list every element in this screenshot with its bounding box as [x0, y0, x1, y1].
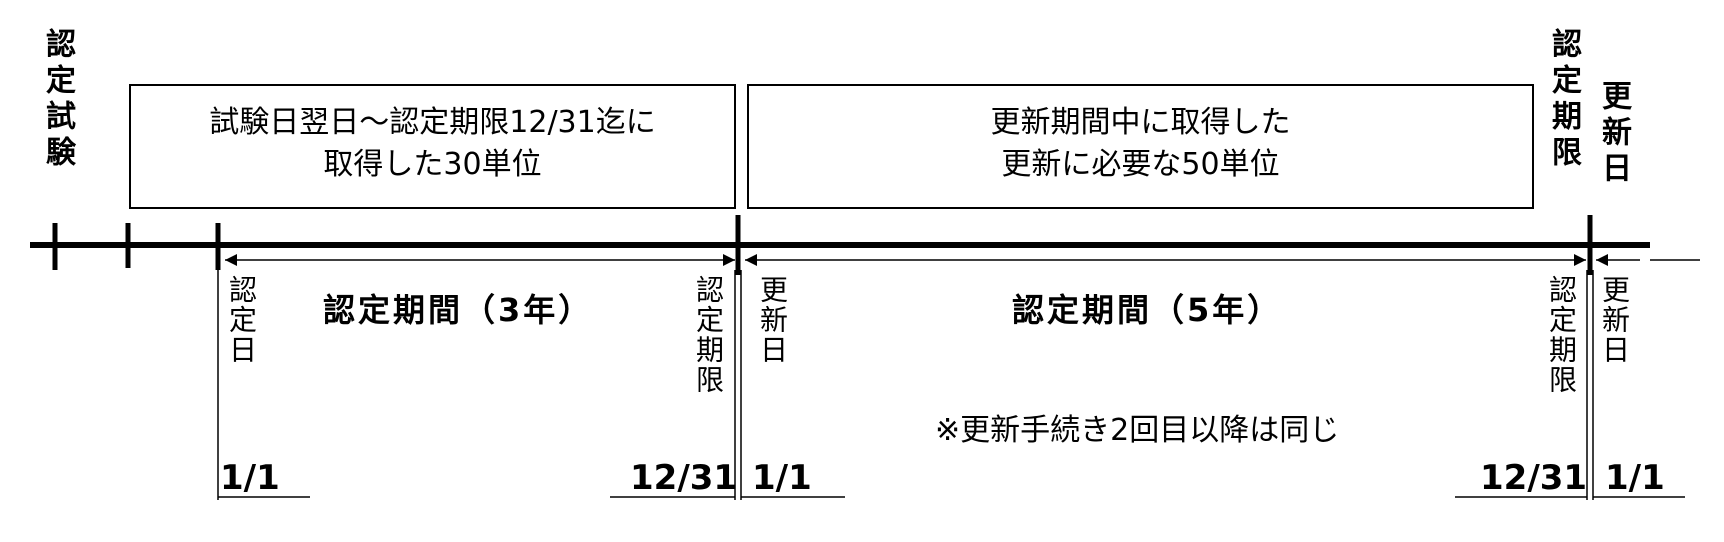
- marker-label-limit-1: 認定期限: [692, 275, 725, 395]
- date-renewal-1: 1/1: [752, 458, 812, 498]
- box-initial-credits-text: 試験日翌日～認定期限12/31迄に 取得した30単位: [209, 105, 656, 182]
- period-3yr-label: 認定期間（3年）: [323, 291, 594, 329]
- date-limit-1: 12/31: [630, 458, 738, 498]
- box-renewal-credits-text: 更新期間中に取得した 更新に必要な50単位: [990, 105, 1291, 182]
- date-start: 1/1: [220, 458, 280, 498]
- date-limit-2: 12/31: [1480, 458, 1588, 498]
- box-initial-credits: [129, 84, 736, 209]
- exam-label: 認定試験: [40, 28, 75, 172]
- marker-label-start: 認定日: [225, 275, 258, 365]
- marker-label-renewal-1: 更新日: [756, 275, 789, 365]
- marker-label-limit-2: 認定期限: [1545, 275, 1578, 395]
- top-renewal-label: 更新日: [1596, 80, 1631, 188]
- box-renewal-credits: [747, 84, 1534, 209]
- period-5yr-label: 認定期間（5年）: [1012, 291, 1283, 329]
- marker-label-renewal-2: 更新日: [1598, 275, 1631, 365]
- date-renewal-2: 1/1: [1605, 458, 1665, 498]
- repeat-note: ※更新手続き2回目以降は同じ: [935, 413, 1340, 448]
- top-limit-label: 認定期限: [1546, 28, 1581, 172]
